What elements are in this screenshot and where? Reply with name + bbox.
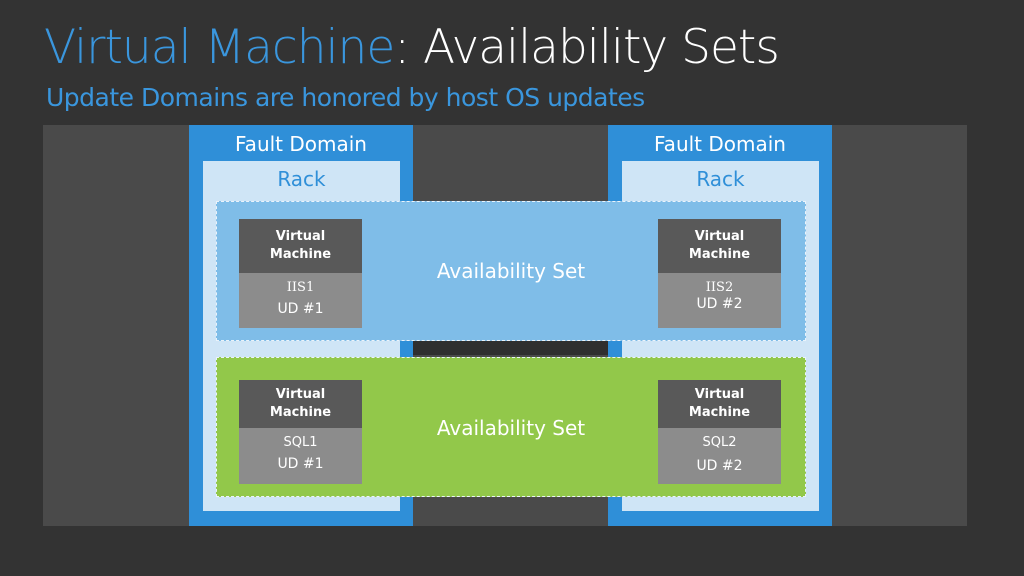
vm-title-line1: Virtual [275,387,326,402]
vm-iis1: Virtual Machine IIS1 UD #1 [239,219,362,328]
fault-domain-label: Fault Domain [654,132,786,156]
vm-update-domain: UD #1 [277,456,324,472]
vm-name: IIS2 [705,280,734,295]
vm-name: SQL1 [283,435,318,450]
vm-header: Virtual Machine [239,380,362,428]
vm-header: Virtual Machine [239,219,362,273]
title-accent: Virtual Machine [44,20,395,75]
slide-title: Virtual Machine: Availability Sets [44,18,780,78]
rack-label: Rack [277,167,326,191]
title-rest: : Availability Sets [394,20,780,75]
vm-update-domain: UD #2 [696,296,743,312]
vm-header: Virtual Machine [658,219,781,273]
vm-title-line2: Machine [269,405,332,420]
fault-domain-label: Fault Domain [235,132,367,156]
vm-title-line2: Machine [269,247,332,262]
vm-iis2: Virtual Machine IIS2 UD #2 [658,219,781,328]
vm-update-domain: UD #2 [696,458,743,474]
rack-label: Rack [696,167,745,191]
vm-header: Virtual Machine [658,380,781,428]
vm-update-domain: UD #1 [277,301,324,317]
vm-name: SQL2 [702,435,737,450]
slide-subtitle: Update Domains are honored by host OS up… [46,83,645,112]
vm-name: IIS1 [286,280,315,295]
vm-title-line1: Virtual [275,229,326,244]
vm-sql2: Virtual Machine SQL2 UD #2 [658,380,781,484]
availability-set-label: Availability Set [436,416,586,440]
vm-title-line2: Machine [688,247,751,262]
availability-set-label: Availability Set [436,259,586,283]
vm-title-line1: Virtual [694,229,745,244]
divider-bar [413,341,608,355]
vm-title-line1: Virtual [694,387,745,402]
vm-sql1: Virtual Machine SQL1 UD #1 [239,380,362,484]
vm-title-line2: Machine [688,405,751,420]
